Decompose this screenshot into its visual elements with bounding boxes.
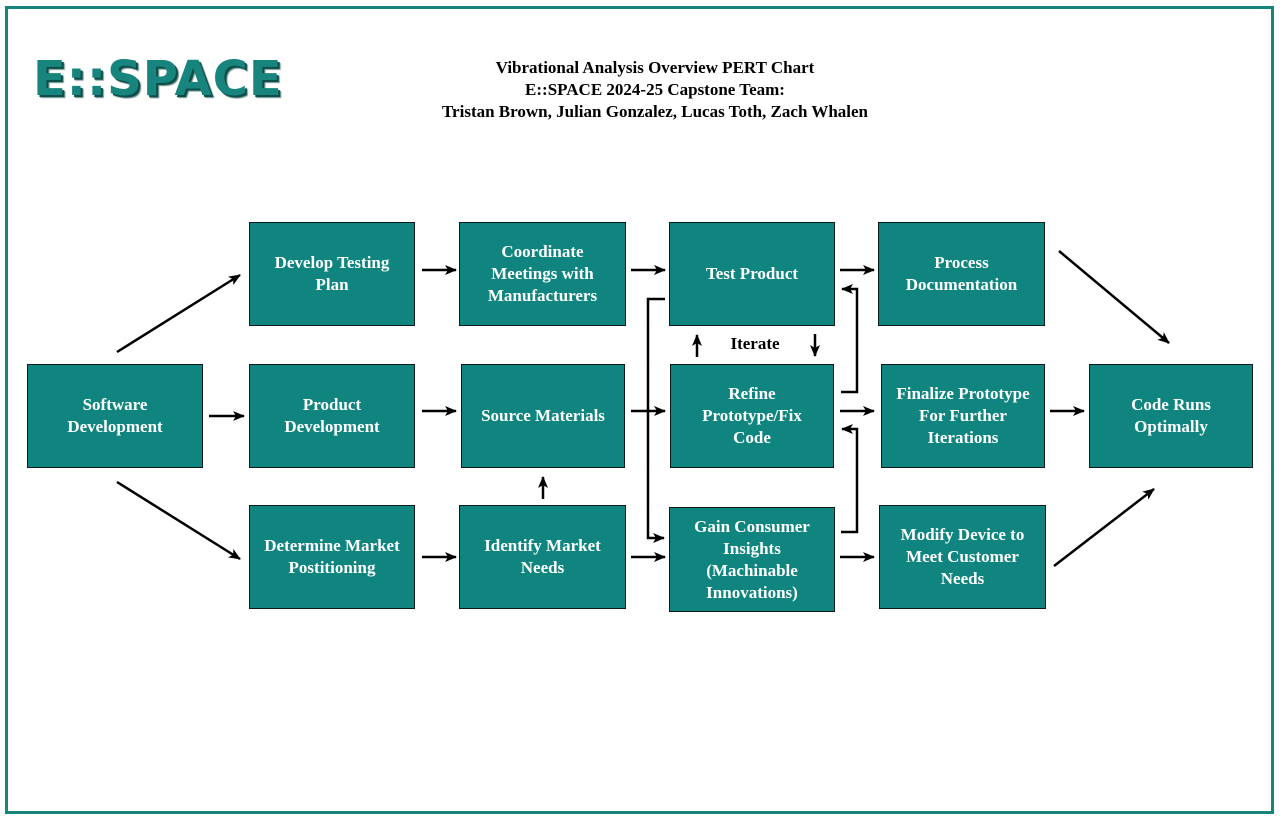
arrow-software-to-market-positioning <box>116 480 241 561</box>
node-finalize-prototype: Finalize Prototype For Further Iteration… <box>881 364 1045 468</box>
node-process-documentation: Process Documentation <box>878 222 1045 326</box>
node-coordinate-meetings: Coordinate Meetings with Manufacturers <box>459 222 626 326</box>
node-determine-market-positioning: Determine Market Postitioning <box>249 505 415 609</box>
arrow-refine-to-test <box>841 284 859 394</box>
node-develop-testing-plan: Develop Testing Plan <box>249 222 415 326</box>
node-software-development: Software Development <box>27 364 203 468</box>
chart-header: Vibrational Analysis Overview PERT Chart… <box>380 57 930 123</box>
node-refine-prototype: Refine Prototype/Fix Code <box>670 364 834 468</box>
espace-logo: E::SPACE <box>33 51 283 107</box>
node-modify-device: Modify Device to Meet Customer Needs <box>879 505 1046 609</box>
arrow-insights-to-refine <box>841 424 859 534</box>
arrow-software-to-testing-plan <box>116 273 241 354</box>
page-frame <box>5 6 1274 814</box>
arrow-modify-to-code-runs <box>1053 488 1155 567</box>
team-members: Tristan Brown, Julian Gonzalez, Lucas To… <box>441 102 869 121</box>
arrow-test-to-insights <box>646 297 665 543</box>
node-source-materials: Source Materials <box>461 364 625 468</box>
node-test-product: Test Product <box>669 222 835 326</box>
arrow-documentation-to-code-runs <box>1058 250 1170 344</box>
node-code-runs-optimally: Code Runs Optimally <box>1089 364 1253 468</box>
team-line: E::SPACE 2024-25 Capstone Team: <box>525 80 785 99</box>
node-identify-market-needs: Identify Market Needs <box>459 505 626 609</box>
iterate-label: Iterate <box>730 334 780 353</box>
node-gain-consumer-insights: Gain Consumer Insights (Machinable Innov… <box>669 507 835 612</box>
node-product-development: Product Development <box>249 364 415 468</box>
chart-title: Vibrational Analysis Overview PERT Chart <box>495 58 815 77</box>
